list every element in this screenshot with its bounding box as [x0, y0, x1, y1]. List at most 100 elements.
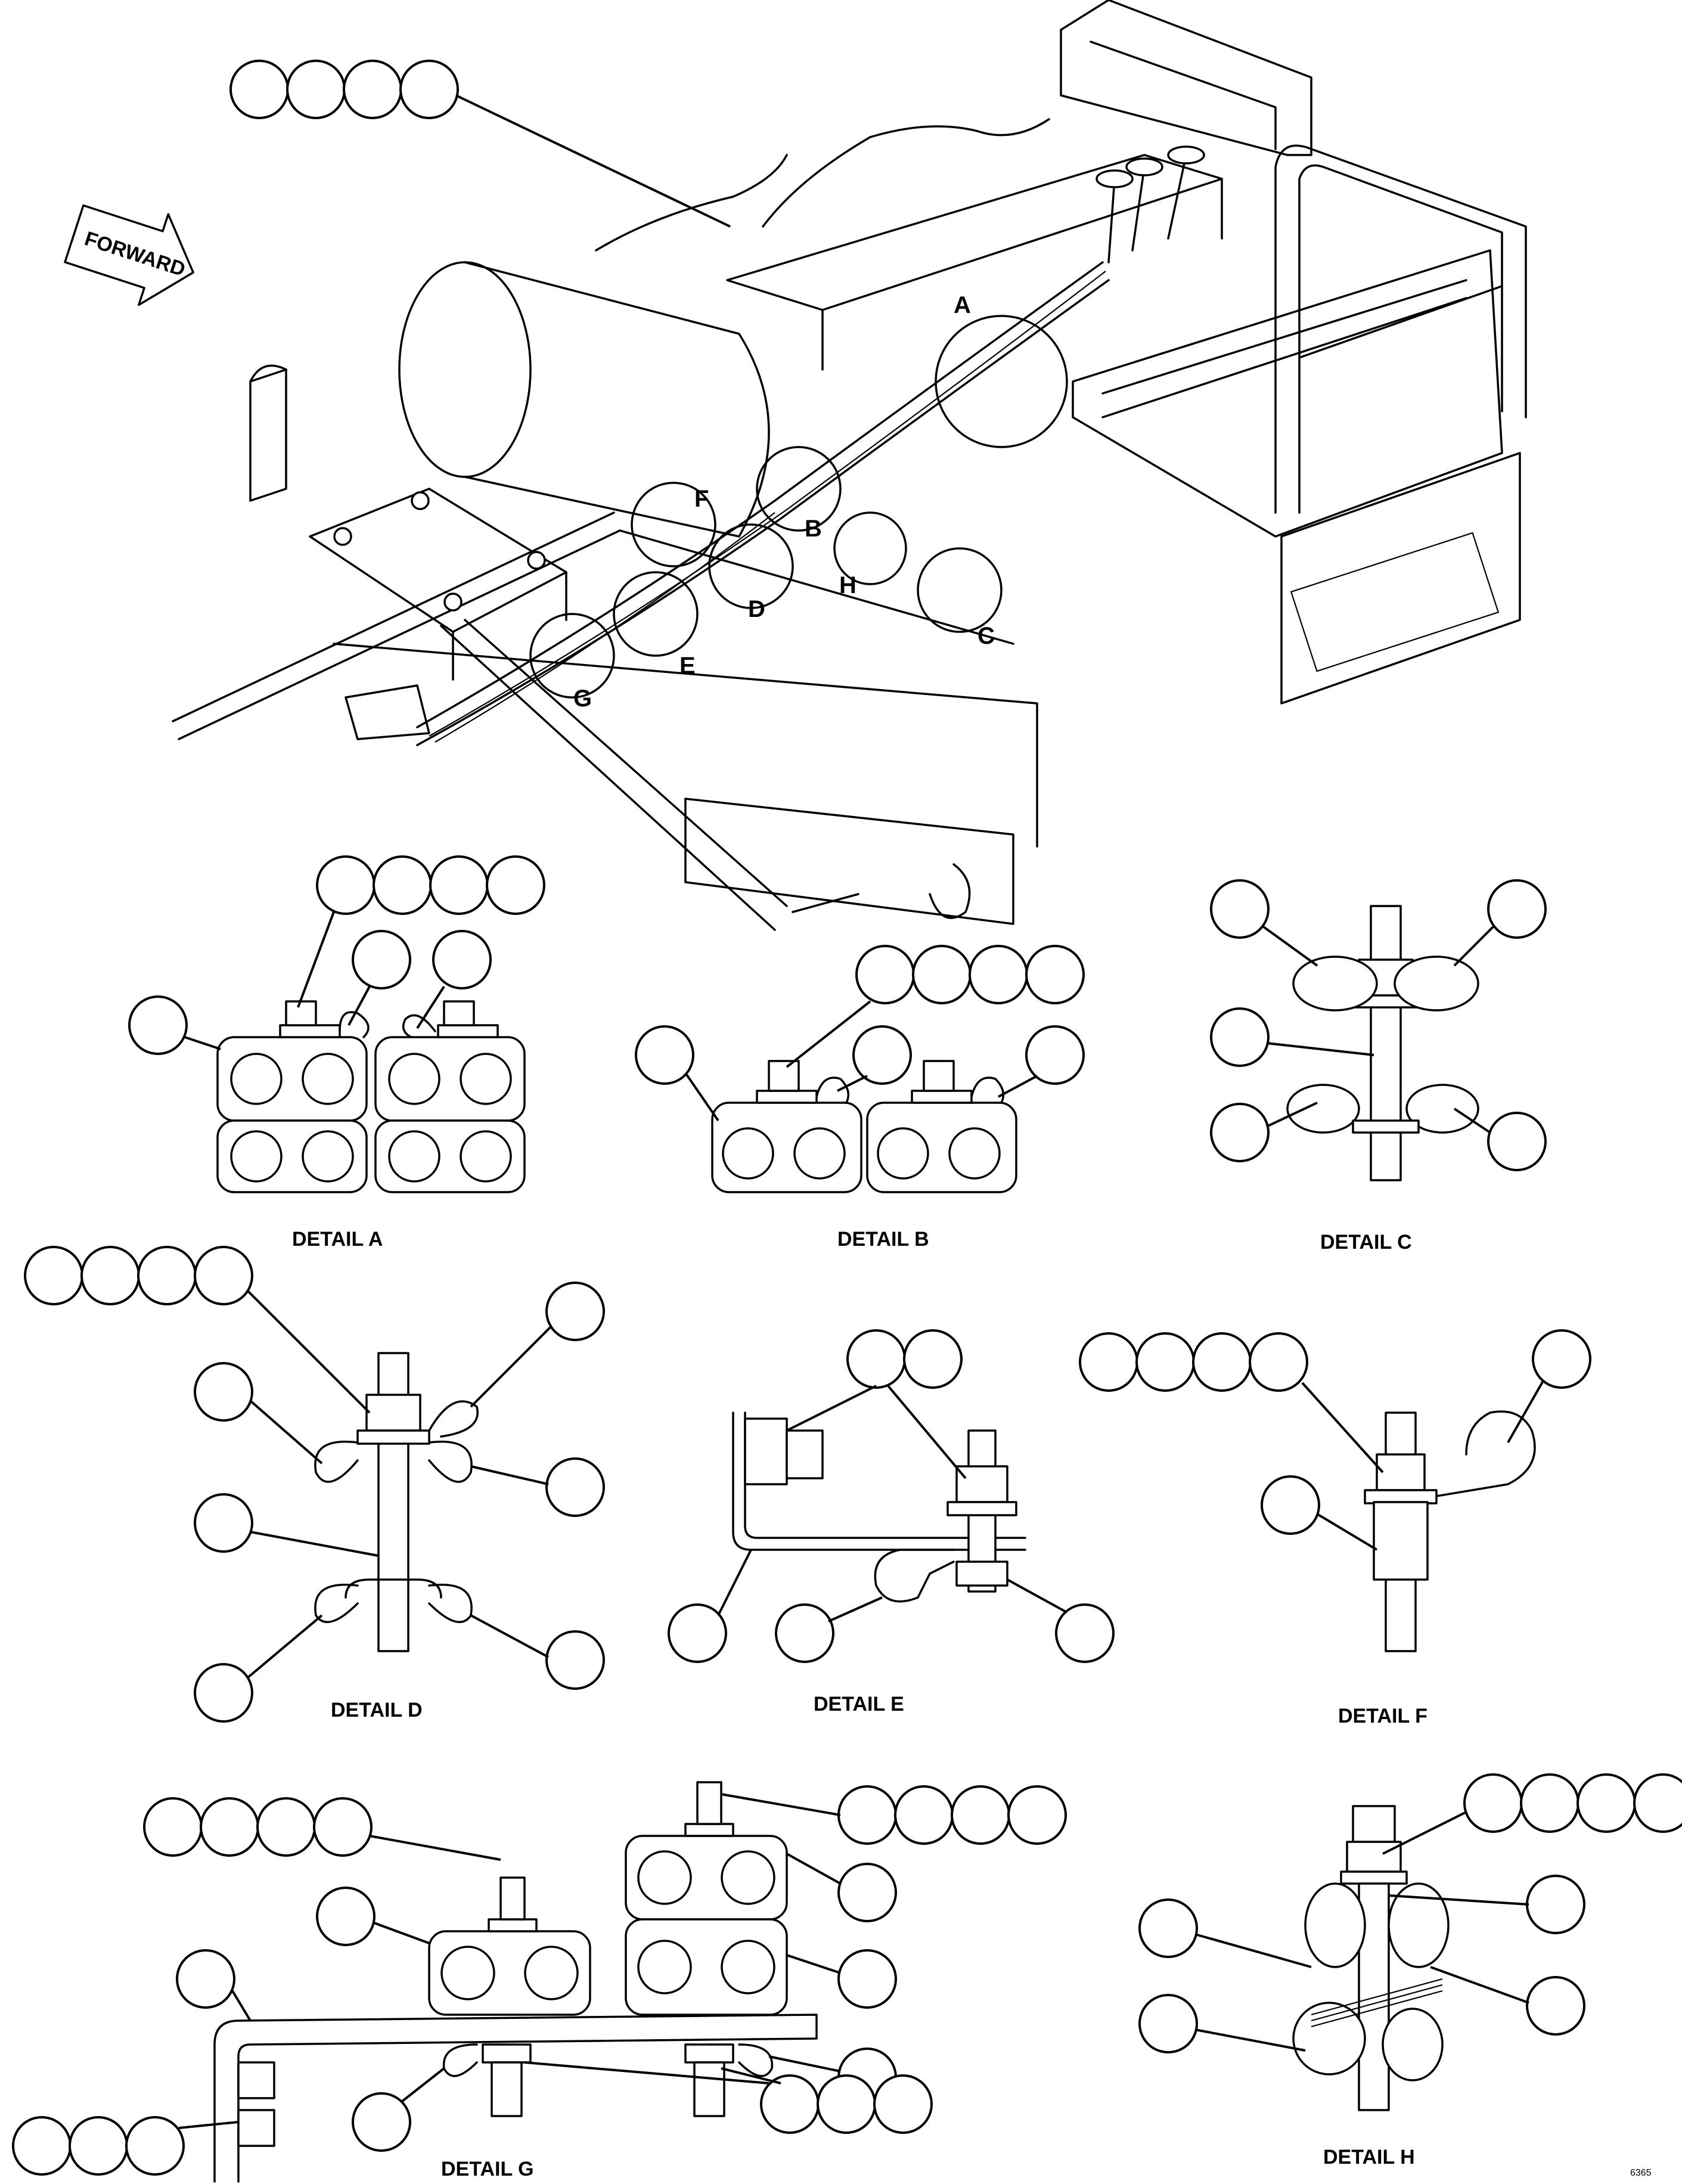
- reference-bubble: [80, 1246, 140, 1305]
- caption-detail-b: DETAIL B: [837, 1228, 929, 1251]
- reference-bubble: [1577, 1773, 1636, 1833]
- reference-bubble: [1463, 1773, 1523, 1833]
- reference-bubble: [1210, 879, 1270, 939]
- view-callout-c: C: [977, 623, 995, 649]
- reference-bubble: [1487, 879, 1547, 939]
- reference-bubble: [194, 1362, 253, 1422]
- reference-bubble: [125, 2116, 185, 2176]
- reference-bubble: [313, 1797, 373, 1857]
- reference-bubble: [432, 930, 492, 989]
- reference-bubble: [846, 1329, 906, 1389]
- reference-bubble: [635, 1025, 694, 1085]
- view-callout-a: A: [954, 292, 971, 318]
- reference-bubble: [873, 2074, 933, 2134]
- reference-bubble: [817, 2074, 876, 2134]
- reference-bubble: [775, 1603, 834, 1663]
- reference-bubble: [176, 1949, 235, 2009]
- caption-detail-g: DETAIL G: [441, 2158, 534, 2180]
- reference-bubble: [1135, 1332, 1195, 1392]
- reference-bubble: [1633, 1773, 1682, 1833]
- caption-detail-h: DETAIL H: [1323, 2146, 1415, 2169]
- detail-g: DETAIL G: [12, 1781, 1067, 2183]
- reference-bubble: [852, 1025, 912, 1085]
- reference-bubble: [399, 60, 459, 119]
- view-callout-d: D: [748, 596, 765, 622]
- reference-bubble: [1520, 1773, 1579, 1833]
- reference-bubble: [1025, 945, 1085, 1004]
- view-callout-f: F: [694, 486, 709, 512]
- view-callout-g: G: [573, 685, 592, 712]
- main-assembly-view: [172, 0, 1527, 931]
- reference-bubble: [951, 1785, 1010, 1845]
- caption-detail-c: DETAIL C: [1320, 1231, 1412, 1254]
- reference-bubble: [1079, 1332, 1138, 1392]
- reference-bubble: [69, 2116, 128, 2176]
- view-callout-e: E: [679, 653, 696, 679]
- caption-detail-e: DETAIL E: [814, 1693, 904, 1715]
- reference-bubble: [316, 1887, 375, 1946]
- reference-bubble: [429, 855, 489, 915]
- reference-bubble: [352, 2092, 411, 2152]
- reference-bubble: [837, 1949, 897, 2009]
- reference-bubble: [668, 1603, 727, 1663]
- reference-bubble: [545, 1457, 605, 1517]
- reference-bubble: [194, 1493, 253, 1553]
- detail-d: DETAIL D: [24, 1246, 605, 1723]
- reference-bubble: [229, 60, 289, 119]
- reference-bubble: [1487, 1112, 1547, 1171]
- reference-bubble: [1055, 1603, 1115, 1663]
- detail-a: DETAIL A: [128, 855, 545, 1251]
- caption-detail-a: DETAIL A: [292, 1228, 383, 1251]
- reference-bubble: [903, 1329, 963, 1389]
- detail-f: DETAIL F: [1079, 1329, 1591, 1727]
- reference-bubble: [137, 1246, 197, 1305]
- reference-bubble: [194, 1246, 253, 1305]
- reference-bubble: [128, 995, 188, 1055]
- reference-bubble: [194, 1663, 253, 1723]
- detail-b: DETAIL B: [635, 945, 1085, 1251]
- reference-bubble: [256, 1797, 316, 1857]
- reference-bubble: [343, 60, 402, 119]
- caption-detail-f: DETAIL F: [1338, 1705, 1427, 1727]
- view-callout-letters: A B C D E F G H: [573, 292, 995, 712]
- reference-bubble: [1192, 1332, 1252, 1392]
- detail-c: DETAIL C: [1210, 879, 1547, 1254]
- reference-bubble: [969, 945, 1028, 1004]
- detail-h: DETAIL H 6365: [1138, 1773, 1682, 2178]
- reference-bubble: [760, 2074, 820, 2134]
- reference-bubble: [486, 855, 545, 915]
- reference-bubble: [1025, 1025, 1085, 1085]
- reference-bubble: [1210, 1103, 1270, 1162]
- reference-bubble: [143, 1797, 203, 1857]
- reference-bubble: [912, 945, 972, 1004]
- view-callout-h: H: [839, 572, 856, 598]
- reference-bubble: [12, 2116, 72, 2176]
- reference-bubble: [1526, 1875, 1585, 1934]
- detail-e: DETAIL E: [668, 1329, 1115, 1715]
- reference-bubble: [545, 1630, 605, 1690]
- drawing-number: 6365: [1630, 2168, 1652, 2178]
- reference-bubble: [837, 1785, 897, 1845]
- reference-bubble: [200, 1797, 259, 1857]
- reference-bubble: [1210, 1007, 1270, 1067]
- reference-bubble: [855, 945, 915, 1004]
- reference-bubble: [286, 60, 346, 119]
- reference-bubble: [545, 1282, 605, 1341]
- reference-bubble: [1532, 1329, 1591, 1389]
- reference-bubble: [316, 855, 375, 915]
- reference-bubble: [1261, 1475, 1320, 1535]
- reference-bubble: [894, 1785, 954, 1845]
- reference-bubble: [1007, 1785, 1067, 1845]
- reference-bubble: [1526, 1976, 1585, 2036]
- reference-bubble: [1249, 1332, 1308, 1392]
- reference-bubble: [1138, 1898, 1198, 1958]
- view-callout-b: B: [805, 516, 822, 542]
- reference-bubble: [837, 1863, 897, 1922]
- caption-detail-d: DETAIL D: [331, 1699, 423, 1721]
- main-bubble-group: [229, 60, 731, 228]
- reference-bubble: [24, 1246, 83, 1305]
- forward-arrow-icon: FORWARD: [64, 204, 194, 306]
- reference-bubble: [1138, 1994, 1198, 2053]
- reference-bubble: [373, 855, 432, 915]
